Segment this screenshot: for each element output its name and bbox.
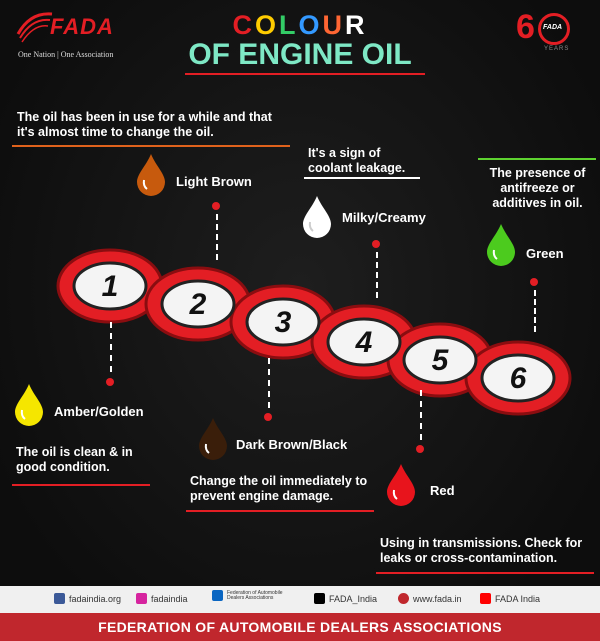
note-underline bbox=[304, 177, 420, 179]
ring-inner bbox=[326, 317, 402, 367]
footer-title-bar: FEDERATION OF AUTOMOBILE DEALERS ASSOCIA… bbox=[0, 613, 600, 641]
badge-digit: 6 bbox=[516, 8, 535, 46]
globe-icon bbox=[398, 593, 409, 604]
ring-number: 3 bbox=[275, 306, 292, 339]
tagline: One Nation | One Association bbox=[18, 50, 114, 59]
note-amber-golden: The oil is clean & in good condition. bbox=[16, 445, 133, 474]
note-topline bbox=[478, 158, 596, 160]
badge-logo: FADA bbox=[543, 24, 563, 31]
title-letter: O bbox=[254, 10, 279, 40]
oil-drop-icon bbox=[199, 418, 227, 460]
ring-number: 4 bbox=[355, 326, 373, 359]
social-facebook[interactable]: fadaindia.org bbox=[54, 593, 121, 604]
label-green: Green bbox=[526, 246, 564, 261]
ring-inner bbox=[402, 335, 478, 385]
x-icon bbox=[314, 593, 325, 604]
connector-line bbox=[268, 358, 270, 408]
swoosh-icon bbox=[16, 12, 53, 43]
note-light-brown: The oil has been in use for a while and … bbox=[17, 110, 272, 139]
connector-line bbox=[216, 214, 218, 260]
ring-inner bbox=[160, 279, 236, 329]
label-amber-golden: Amber/Golden bbox=[54, 404, 144, 419]
badge-ring bbox=[538, 13, 570, 45]
badge-years: YEARS bbox=[544, 46, 570, 52]
note-red: Using in transmissions. Check for leaks … bbox=[380, 536, 583, 565]
connector-line bbox=[534, 290, 536, 332]
ring-number: 2 bbox=[189, 288, 207, 321]
social-website[interactable]: www.fada.in bbox=[398, 593, 462, 604]
oil-drop-icon bbox=[387, 464, 415, 506]
social-text: www.fada.in bbox=[413, 593, 462, 604]
youtube-icon bbox=[480, 593, 491, 604]
title-letter: C bbox=[232, 10, 255, 40]
social-text: FADA_India bbox=[329, 593, 378, 604]
ring-number: 5 bbox=[432, 344, 450, 377]
label-milky-creamy: Milky/Creamy bbox=[342, 210, 426, 225]
fada-logo: FADA bbox=[14, 8, 124, 64]
facebook-icon bbox=[54, 593, 65, 604]
title-letter: O bbox=[298, 10, 323, 40]
social-instagram[interactable]: fadaindia bbox=[136, 593, 188, 604]
oil-drop-icon bbox=[303, 196, 331, 238]
connector-line bbox=[376, 252, 378, 298]
connector-dot bbox=[264, 413, 272, 421]
note-underline bbox=[12, 145, 290, 147]
connector-line bbox=[110, 322, 112, 372]
social-linkedin[interactable]: Federation of Automobile Dealers Associa… bbox=[212, 590, 291, 601]
title-engine-oil: OF ENGINE OIL bbox=[188, 38, 412, 71]
social-x[interactable]: FADA_India bbox=[314, 593, 377, 604]
linkedin-icon bbox=[212, 590, 223, 601]
connector-dot bbox=[106, 378, 114, 386]
title-letter: L bbox=[279, 10, 299, 40]
sixty-years-badge: 6 FADA YEARS bbox=[516, 8, 584, 56]
note-green: The presence of antifreeze or additives … bbox=[489, 166, 586, 210]
instagram-icon bbox=[136, 593, 147, 604]
social-text: fadaindia bbox=[151, 593, 188, 604]
connector-dot bbox=[372, 240, 380, 248]
label-light-brown: Light Brown bbox=[176, 174, 252, 189]
ring-number: 1 bbox=[102, 270, 119, 303]
social-youtube[interactable]: FADA India bbox=[480, 593, 540, 604]
oil-drop-icon bbox=[487, 224, 515, 266]
title-letter: U bbox=[322, 10, 346, 40]
note-underline bbox=[376, 572, 594, 574]
label-dark-brown-black: Dark Brown/Black bbox=[236, 437, 348, 452]
logo-wordmark: FADA bbox=[50, 14, 114, 39]
title-underline bbox=[185, 73, 425, 75]
social-text: FADA India bbox=[495, 593, 541, 604]
title-letter: R bbox=[345, 10, 368, 40]
ring-number: 6 bbox=[510, 362, 527, 395]
note-underline bbox=[186, 510, 374, 512]
ring-inner bbox=[72, 261, 148, 311]
oil-drop-icon bbox=[15, 384, 43, 426]
social-bar: fadaindia.org fadaindia Federation of Au… bbox=[0, 586, 600, 613]
social-text: fadaindia.org bbox=[69, 593, 122, 604]
connector-dot bbox=[530, 278, 538, 286]
note-dark-brown-black: Change the oil immediately to prevent en… bbox=[190, 474, 368, 503]
label-red: Red bbox=[430, 483, 455, 498]
connector-dot bbox=[212, 202, 220, 210]
social-text: Federation of Automobile Dealers Associa… bbox=[227, 589, 283, 601]
title-colour: COLOUR bbox=[0, 10, 600, 41]
ring-inner bbox=[480, 353, 556, 403]
note-underline bbox=[12, 484, 150, 486]
connector-dot bbox=[416, 445, 424, 453]
oil-drop-icon bbox=[137, 154, 165, 196]
connector-line bbox=[420, 390, 422, 440]
note-milky-creamy: It's a sign of coolant leakage. bbox=[308, 146, 406, 175]
ring-inner bbox=[245, 297, 321, 347]
